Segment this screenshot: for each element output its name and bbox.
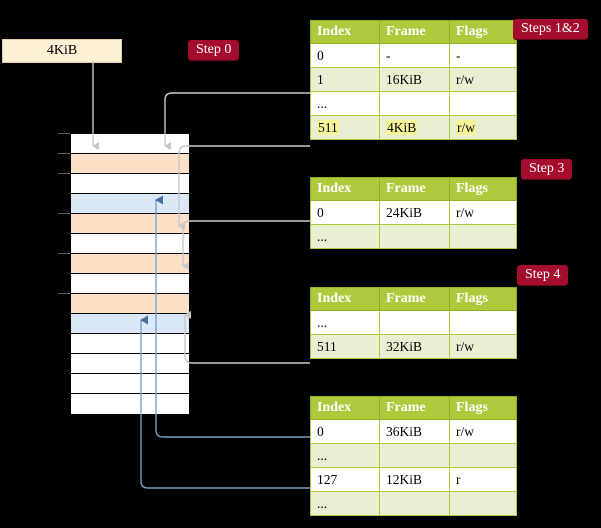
memory-frame-row [71,174,189,194]
cell-index: ... [310,491,380,516]
memory-frame-row [71,274,189,294]
cell-flags [449,91,517,116]
column-header-flags: Flags [449,20,517,44]
step-badge-step3: Step 3 [521,159,573,180]
cell-index: 511 [310,115,380,140]
cell-flags [449,224,517,249]
step-badge-step4: Step 4 [517,265,569,286]
memory-frame-row [71,394,189,414]
cell-frame: - [379,43,450,68]
cell-flags [449,310,517,335]
memory-tick-mark [58,173,70,174]
cell-index: 127 [310,467,380,492]
column-header-flags: Flags [449,287,517,311]
cell-frame [379,310,450,335]
column-header-index: Index [310,287,380,311]
memory-frame-row [71,134,189,154]
cell-flags [449,443,517,468]
cell-frame [379,443,450,468]
table-row: ... [310,310,517,335]
table-row: ... [310,443,517,468]
memory-tick-mark [58,293,70,294]
cell-index: 0 [310,419,380,444]
cell-frame [379,91,450,116]
memory-frame-row [71,374,189,394]
cell-index: 1 [310,67,380,92]
memory-tick-mark [58,153,70,154]
cell-frame: 32KiB [379,334,450,359]
cell-frame: 16KiB [379,67,450,92]
column-header-index: Index [310,396,380,420]
memory-frame-row [71,334,189,354]
cell-index: 0 [310,43,380,68]
memory-frame-row [71,294,189,314]
memory-frame-row [71,214,189,234]
memory-frame-row [71,154,189,174]
table-row: 0-- [310,43,517,68]
table-row: ... [310,91,517,116]
cell-index: ... [310,310,380,335]
step-badge-step0: Step 0 [188,40,240,61]
cell-index: ... [310,224,380,249]
cell-flags: r/w [449,67,517,92]
cell-flags: r/w [449,334,517,359]
column-header-frame: Frame [379,287,450,311]
memory-tick-mark [58,253,70,254]
request-box-label: 4KiB [46,43,78,58]
column-header-flags: Flags [449,396,517,420]
cell-frame: 36KiB [379,419,450,444]
memory-frame-row [71,234,189,254]
physical-memory-block [70,133,190,415]
cell-flags: r/w [449,115,517,140]
cell-flags [449,491,517,516]
cell-index: ... [310,443,380,468]
request-box-4kib: 4KiB [2,39,122,63]
column-header-index: Index [310,177,380,201]
cell-flags: r/w [449,200,517,225]
cell-frame [379,491,450,516]
table-row: ... [310,491,517,516]
column-header-frame: Frame [379,20,450,44]
cell-frame: 4KiB [379,115,450,140]
cell-flags: - [449,43,517,68]
memory-frame-row [71,354,189,374]
cell-index: 0 [310,200,380,225]
column-header-flags: Flags [449,177,517,201]
memory-tick-mark [58,213,70,214]
column-header-index: Index [310,20,380,44]
table-row: ... [310,224,517,249]
memory-frame-row [71,254,189,274]
cell-index: ... [310,91,380,116]
cell-flags: r [449,467,517,492]
memory-frame-row [71,314,189,334]
cell-frame: 24KiB [379,200,450,225]
memory-tick-mark [58,133,70,134]
cell-flags: r/w [449,419,517,444]
step-badge-steps12: Steps 1&2 [513,19,588,40]
memory-frame-row [71,194,189,214]
column-header-frame: Frame [379,396,450,420]
cell-frame [379,224,450,249]
column-header-frame: Frame [379,177,450,201]
cell-frame: 12KiB [379,467,450,492]
cell-index: 511 [310,334,380,359]
